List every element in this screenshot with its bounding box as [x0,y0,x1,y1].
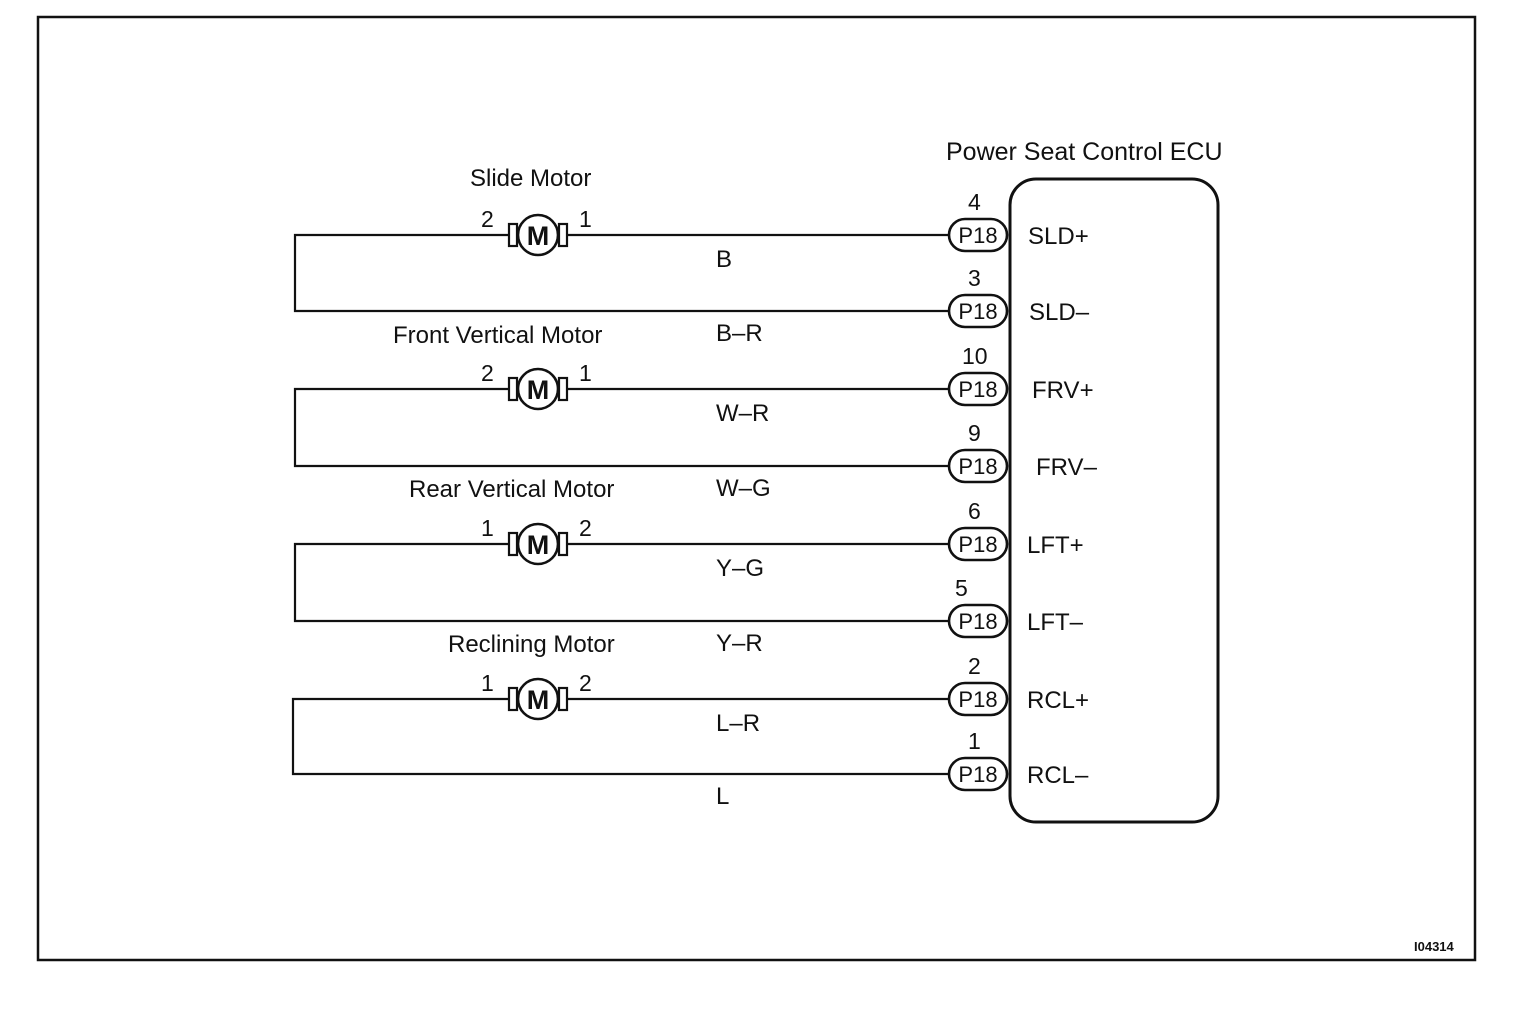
connector-top: P18 [947,371,1009,407]
motor-pin-right: 1 [579,360,592,386]
ecu-terminal-label: RCL– [1027,762,1089,789]
ecu-terminal-label: RCL+ [1027,687,1089,714]
wire-color-bottom: B–R [716,320,763,347]
motor-pin-left: 2 [481,360,494,386]
wire-return [293,233,949,313]
wire-return [291,697,949,776]
connector-pin-number: 3 [968,265,981,291]
connector-top: P18 [947,681,1009,717]
connector-pin-number: 1 [968,728,981,754]
motor-symbol-icon: M [507,367,569,411]
connector-bottom: P18 [947,293,1009,329]
motor-name: Slide Motor [470,165,591,192]
connector-label: P18 [958,762,997,787]
connector-top: P18 [947,526,1009,562]
connector-label: P18 [958,377,997,402]
wire-color-bottom: W–G [716,475,771,502]
connector-bottom: P18 [947,756,1009,792]
wire-color-top: L–R [716,710,760,737]
wire-return [293,387,949,468]
connector-pin-number: 6 [968,498,981,524]
ecu-terminal-label: SLD+ [1028,223,1089,250]
connector-pin-number: 2 [968,653,981,679]
ecu-box [1008,177,1220,824]
connector-bottom: P18 [947,448,1009,484]
motor-symbol-icon: M [507,677,569,721]
motor-pin-left: 2 [481,206,494,232]
wire-color-top: Y–G [716,555,764,582]
motor-symbol-letter: M [527,685,550,715]
motor-pin-right: 1 [579,206,592,232]
connector-pin-number: 4 [968,189,981,215]
connector-pin-number: 9 [968,420,981,446]
motor-pin-left: 1 [481,670,494,696]
motor-name: Front Vertical Motor [393,322,602,349]
wire-color-bottom: Y–R [716,630,763,657]
wire-color-bottom: L [716,783,729,810]
motor-pin-right: 2 [579,515,592,541]
motor-pin-left: 1 [481,515,494,541]
ecu-terminal-label: FRV– [1036,454,1098,481]
ecu-terminal-label: SLD– [1029,299,1090,326]
wire-color-top: W–R [716,400,769,427]
connector-label: P18 [958,454,997,479]
connector-label: P18 [958,532,997,557]
motor-symbol-letter: M [527,530,550,560]
ecu-terminal-label: LFT– [1027,609,1084,636]
wire-color-top: B [716,246,732,273]
motor-name: Rear Vertical Motor [409,476,614,503]
figure-reference: I04314 [1414,939,1455,954]
connector-bottom: P18 [947,603,1009,639]
connector-label: P18 [958,687,997,712]
motor-pin-right: 2 [579,670,592,696]
wire-return [293,542,949,623]
connector-pin-number: 10 [962,343,988,369]
motor-symbol-letter: M [527,221,550,251]
connector-label: P18 [958,299,997,324]
ecu-terminal-label: LFT+ [1027,532,1084,559]
connector-label: P18 [958,223,997,248]
motor-symbol-letter: M [527,375,550,405]
connector-top: P18 [947,217,1009,253]
motor-symbol-icon: M [507,213,569,257]
motor-symbol-icon: M [507,522,569,566]
ecu-title: Power Seat Control ECU [946,138,1223,166]
motor-name: Reclining Motor [448,631,615,658]
diagram-frame [36,15,1477,962]
connector-pin-number: 5 [955,575,968,601]
ecu-terminal-label: FRV+ [1032,377,1094,404]
connector-label: P18 [958,609,997,634]
